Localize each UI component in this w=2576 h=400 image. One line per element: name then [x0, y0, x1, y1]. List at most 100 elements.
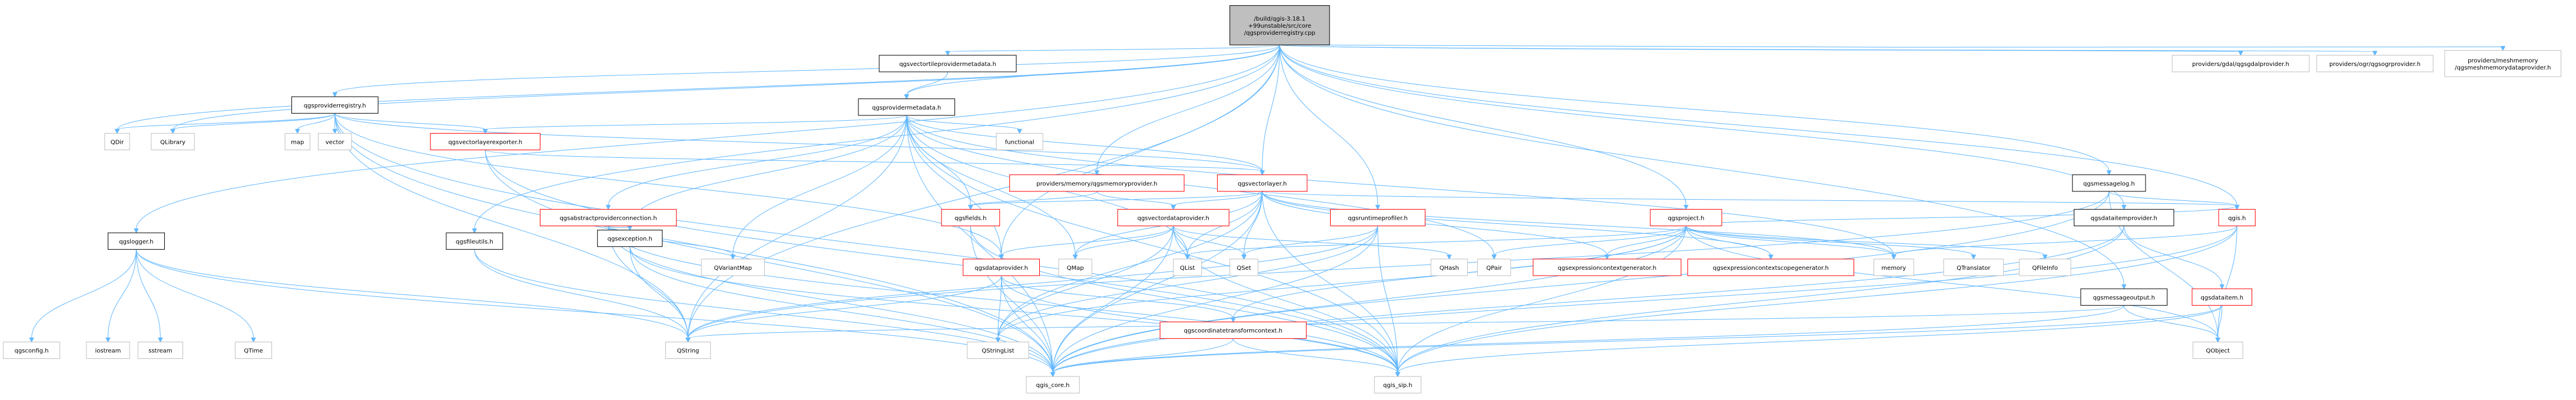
- dependency-edge: [947, 44, 1280, 52]
- node-qgsfields[interactable]: qgsfields.h: [941, 209, 1000, 226]
- node-label: QPair: [1486, 265, 1502, 272]
- dependency-edge: [1052, 226, 2237, 373]
- dependency-edge: [1187, 226, 1687, 256]
- node-qgsmessagelog[interactable]: qgsmessagelog.h: [2072, 174, 2146, 192]
- node-qgsvectorlayerexporter[interactable]: qgsvectorlayerexporter.h: [430, 133, 541, 150]
- dependency-edge: [1096, 45, 1280, 171]
- node-qgsdataitemprovider[interactable]: qgsdataitemprovider.h: [2074, 209, 2174, 226]
- node-label: qgsfields.h: [954, 215, 986, 222]
- node-qgsruntimeprofiler[interactable]: qgsruntimeprofiler.h: [1330, 209, 1425, 226]
- node-ogrprovider: providers/ogr/qgsogrprovider.h: [2316, 55, 2434, 72]
- node-qgsmessageoutput[interactable]: qgsmessageoutput.h: [2080, 288, 2168, 306]
- dependency-edge: [1279, 45, 2124, 286]
- node-qgsexception[interactable]: qgsexception.h: [597, 230, 663, 247]
- dependency-edge: [688, 226, 1378, 339]
- dependency-arrowhead: [170, 128, 175, 134]
- node-label: iostream: [95, 348, 121, 355]
- dependency-arrowhead: [2215, 337, 2221, 343]
- node-box: [2072, 174, 2146, 192]
- node-memory: memory: [1873, 259, 1914, 276]
- node-vector: vector: [318, 133, 352, 150]
- dependency-edge: [1075, 226, 1174, 256]
- node-qgsdataprovider[interactable]: qgsdataprovider.h: [963, 259, 1040, 276]
- dependency-edge: [906, 115, 1263, 171]
- node-label: qgsvectortileprovidermetadata.h: [899, 61, 996, 68]
- dependency-edge: [474, 45, 1280, 230]
- node-qgsdataitem[interactable]: qgsdataitem.h: [2192, 288, 2253, 306]
- node-box: [996, 133, 1043, 150]
- dependency-edge: [1262, 191, 1771, 256]
- node-box: [446, 232, 503, 250]
- dependency-arrowhead: [2121, 204, 2127, 210]
- dependency-arrowhead: [1094, 170, 1100, 176]
- node-memoryprovider[interactable]: providers/memory/qgsmemoryprovider.h: [1009, 174, 1185, 192]
- dependency-edge: [135, 249, 254, 339]
- node-qgsexpressioncontextscopegenerator[interactable]: qgsexpressioncontextscopegenerator.h: [1687, 259, 1855, 276]
- node-box: [2444, 50, 2562, 77]
- node-label: QMap: [1067, 265, 1084, 272]
- node-qgsvectortileprovidermetadata[interactable]: qgsvectortileprovidermetadata.h: [878, 55, 1017, 72]
- dependency-edge: [970, 191, 1263, 206]
- dependency-arrowhead: [1395, 372, 1401, 378]
- node-label: qgsmessagelog.h: [2083, 181, 2135, 187]
- dependency-arrowhead: [1241, 254, 1247, 260]
- dependency-edge: [1173, 226, 1398, 373]
- node-box: [2316, 55, 2434, 72]
- node-label: qgsproject.h: [1667, 215, 1704, 222]
- node-label: vector: [326, 139, 345, 146]
- dependency-edge: [1262, 191, 1894, 256]
- node-box: [1374, 376, 1421, 394]
- node-qgsfileutils[interactable]: qgsfileutils.h: [446, 232, 503, 250]
- dependency-arrowhead: [472, 228, 478, 234]
- node-qgis[interactable]: qgis.h: [2218, 209, 2256, 226]
- node-label: /qgsproviderregistry.cpp: [1244, 30, 1315, 37]
- dependency-edge: [117, 45, 1280, 130]
- dependency-edge: [906, 115, 1076, 256]
- node-box: [86, 341, 130, 359]
- node-map: map: [284, 133, 310, 150]
- dependency-edge: [1279, 44, 2504, 48]
- node-label: memory: [1881, 265, 1906, 272]
- node-label: /qgsmeshmemorydataprovider.h: [2455, 65, 2551, 71]
- dependency-arrowhead: [968, 204, 973, 210]
- node-qgslogger[interactable]: qgslogger.h: [107, 232, 165, 250]
- dependency-edge: [1173, 226, 1245, 256]
- dependency-edge: [1686, 226, 1974, 256]
- dependency-edge: [688, 305, 2124, 339]
- dependency-arrowhead: [627, 226, 633, 231]
- node-root[interactable]: /build/qgis-3.18.1+99unstable/src/core/q…: [1229, 5, 1330, 45]
- dependency-arrowhead: [2500, 46, 2506, 51]
- node-qgsprovidermetadata[interactable]: qgsprovidermetadata.h: [858, 98, 956, 116]
- node-qgsexpressioncontextgenerator[interactable]: qgsexpressioncontextgenerator.h: [1533, 259, 1682, 276]
- node-box: [2018, 259, 2071, 276]
- dependency-edge: [906, 71, 949, 95]
- dependency-edge: [688, 191, 2110, 339]
- node-box: [1687, 259, 1855, 276]
- node-qgsvectorlayer[interactable]: qgsvectorlayer.h: [1217, 174, 1308, 192]
- node-label: qgsabstractproviderconnection.h: [559, 215, 657, 222]
- dependency-edge: [1001, 226, 1174, 256]
- node-label: qgsdataitem.h: [2201, 295, 2244, 301]
- node-qvariantmap: QVariantMap: [701, 259, 765, 276]
- node-meshmemory: providers/meshmemory/qgsmeshmemorydatapr…: [2444, 50, 2562, 77]
- node-qgscoordinatetransformcontext[interactable]: qgscoordinatetransformcontext.h: [1159, 321, 1307, 339]
- node-qgsproject[interactable]: qgsproject.h: [1650, 209, 1722, 226]
- node-qlibrary: QLibrary: [151, 133, 195, 150]
- node-label: qgsexception.h: [608, 236, 652, 243]
- node-box: [1330, 209, 1425, 226]
- dependency-edge: [485, 150, 1053, 373]
- node-functional: functional: [996, 133, 1043, 150]
- node-label: QDir: [111, 139, 124, 146]
- node-qgsabstractproviderconnection[interactable]: qgsabstractproviderconnection.h: [539, 209, 677, 226]
- dependency-arrowhead: [158, 337, 163, 343]
- dependency-edge: [334, 113, 1398, 373]
- node-label: qgis_core.h: [1036, 382, 1070, 389]
- node-label: providers/gdal/qgsgdalprovider.h: [2192, 61, 2289, 68]
- dependency-edge: [1232, 338, 1398, 373]
- dependency-arrowhead: [29, 337, 34, 343]
- node-label: qgsfileutils.h: [456, 239, 493, 245]
- dependency-arrowhead: [2372, 51, 2378, 56]
- node-label: qgsvectorlayerexporter.h: [448, 139, 522, 146]
- node-qgsproviderregistry[interactable]: qgsproviderregistry.h: [291, 96, 379, 114]
- node-qgsvectordataprovider[interactable]: qgsvectordataprovider.h: [1117, 209, 1229, 226]
